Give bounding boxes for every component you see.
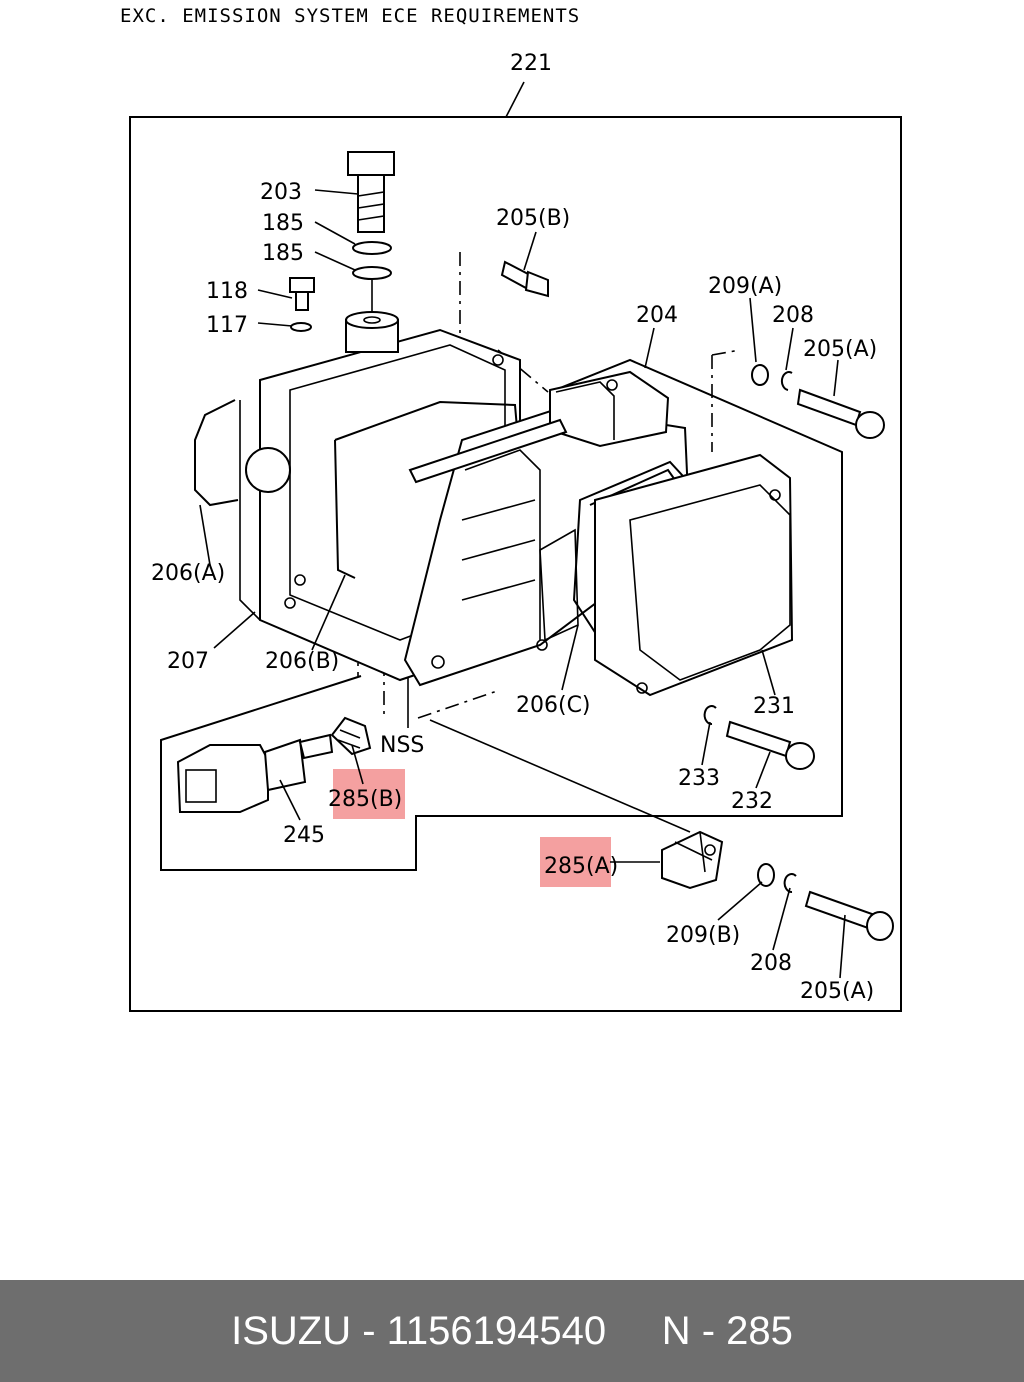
bracket-285a bbox=[661, 830, 724, 890]
washer-185-a bbox=[352, 241, 392, 255]
footer-separator-1: - bbox=[351, 1308, 387, 1353]
callout-185-a: 185 bbox=[262, 211, 304, 236]
brand-name: ISUZU bbox=[231, 1308, 352, 1353]
callout-206c: 206(C) bbox=[516, 693, 591, 718]
callout-205a-lower: 205(A) bbox=[800, 979, 874, 1004]
footer-separator-2: - bbox=[690, 1308, 727, 1353]
ref-prefix: N bbox=[661, 1308, 691, 1353]
bolt-205a-lower bbox=[804, 890, 894, 941]
callout-206b: 206(B) bbox=[265, 649, 339, 674]
highlight-285b bbox=[333, 769, 405, 819]
clip-233 bbox=[703, 705, 717, 725]
callout-205a-upper: 205(A) bbox=[803, 337, 877, 362]
ref-number: 285 bbox=[726, 1308, 793, 1353]
footer-bar: ISUZU - 1156194540 N - 285 bbox=[0, 1280, 1024, 1382]
connector-245 bbox=[176, 733, 334, 813]
callout-209b: 209(B) bbox=[666, 923, 740, 948]
highlight-285a bbox=[540, 837, 611, 887]
callout-nss: NSS bbox=[380, 733, 424, 758]
pushrod bbox=[408, 418, 568, 484]
callout-207: 207 bbox=[167, 649, 209, 674]
callout-221: 221 bbox=[510, 51, 552, 76]
washer-185-b bbox=[352, 266, 392, 280]
callout-208-b: 208 bbox=[750, 951, 792, 976]
fitting-boss bbox=[345, 311, 399, 353]
assembly-frame bbox=[129, 116, 902, 1012]
callout-231: 231 bbox=[753, 694, 795, 719]
washer-117 bbox=[290, 322, 312, 332]
callout-233: 233 bbox=[678, 766, 720, 791]
footer-gap bbox=[606, 1309, 662, 1354]
bolt-205a-upper bbox=[796, 388, 885, 439]
callout-185-b: 185 bbox=[262, 241, 304, 266]
clip-208-a bbox=[780, 371, 793, 391]
callout-118: 118 bbox=[206, 279, 248, 304]
parts-diagram: EXC. EMISSION SYSTEM ECE REQUIREMENTS bbox=[120, 5, 902, 1012]
leader-lines bbox=[199, 189, 846, 979]
cover-231 bbox=[594, 453, 794, 697]
callout-203: 203 bbox=[260, 180, 302, 205]
callout-117: 117 bbox=[206, 313, 248, 338]
banjo-bolt-203 bbox=[347, 151, 395, 233]
callout-232: 232 bbox=[731, 789, 773, 814]
callout-209a: 209(A) bbox=[708, 274, 782, 299]
callout-245: 245 bbox=[283, 823, 325, 848]
callout-285a: 285(A) bbox=[544, 854, 618, 879]
washer-209a bbox=[751, 364, 769, 386]
part-number: 1156194540 bbox=[386, 1308, 607, 1353]
callout-206a: 206(A) bbox=[151, 561, 225, 586]
callout-204: 204 bbox=[636, 303, 678, 328]
callout-208-a: 208 bbox=[772, 303, 814, 328]
clamp-285b bbox=[330, 716, 372, 756]
bolt-232 bbox=[725, 720, 815, 770]
screw-118 bbox=[289, 277, 315, 311]
callout-205b: 205(B) bbox=[496, 206, 570, 231]
washer-209b bbox=[757, 863, 775, 887]
header-title: EXC. EMISSION SYSTEM ECE REQUIREMENTS bbox=[120, 5, 580, 27]
callout-285b: 285(B) bbox=[328, 787, 402, 812]
screw-205b bbox=[500, 260, 549, 298]
